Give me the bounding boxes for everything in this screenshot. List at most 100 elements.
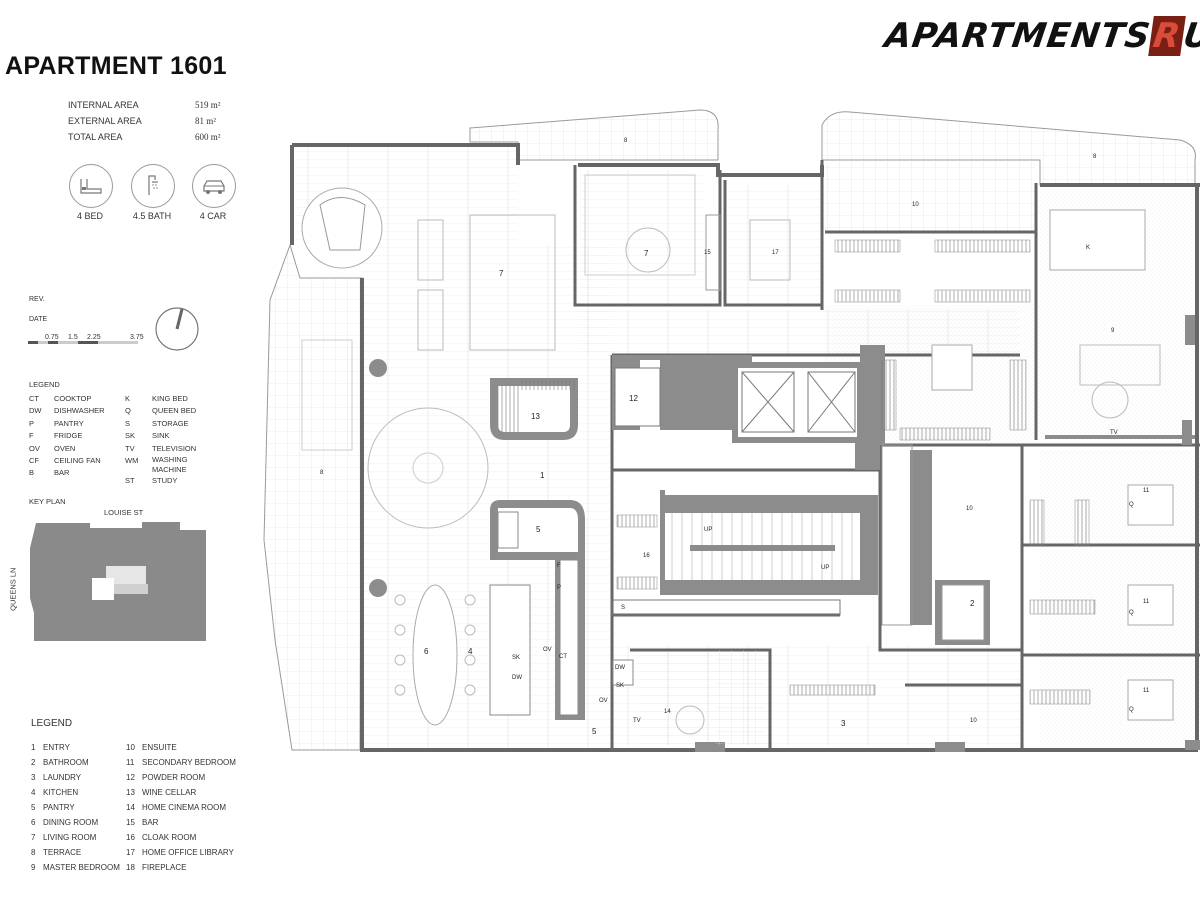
office-floor xyxy=(725,185,820,305)
plan-label-living-b: 7 xyxy=(644,249,649,258)
plan-label-bed-a: 11 xyxy=(1143,488,1150,494)
area-row-internal: INTERNAL AREA 519 m² xyxy=(68,100,228,112)
plan-label-queen-3: Q xyxy=(1129,707,1134,713)
brand-logo: APARTMENTSRUS xyxy=(882,16,1200,56)
plan-label-bed-b: 11 xyxy=(1143,599,1150,605)
plan-label-oven-1: OV xyxy=(543,647,552,653)
plan-label-entry: 1 xyxy=(540,471,545,480)
area-value: 519 m² xyxy=(195,100,221,110)
plan-label-king-bed: K xyxy=(1086,245,1090,251)
dining-table xyxy=(412,584,458,726)
plan-label-master: 9 xyxy=(1111,328,1115,334)
area-value: 600 m² xyxy=(195,132,221,142)
plan-label-bed-c: 11 xyxy=(1143,688,1150,694)
area-value: 81 m² xyxy=(195,116,216,126)
plan-label-oven-2: OV xyxy=(599,698,608,704)
plan-label-terrace-b: 8 xyxy=(1093,154,1097,160)
scale-bar xyxy=(28,341,138,344)
plan-label-tv-2: TV xyxy=(633,718,641,724)
plan-label-kitchen: 4 xyxy=(468,647,473,656)
queen-bed-3 xyxy=(1127,679,1174,721)
king-bed xyxy=(1049,209,1146,271)
scale-tick: 3.75 xyxy=(130,334,144,341)
kitchen-island xyxy=(489,584,531,716)
date-label: DATE xyxy=(29,316,48,323)
scale-tick: 2.25 xyxy=(87,334,101,341)
plan-label-terrace-a: 8 xyxy=(624,138,628,144)
plan-label-ensuite-c: 10 xyxy=(970,718,977,724)
plan-label-bathroom: 2 xyxy=(970,599,975,608)
page-title: APARTMENT 1601 xyxy=(5,52,227,80)
plan-label-pantry-a: 5 xyxy=(536,525,541,534)
plan-label-up-2: UP xyxy=(821,565,829,571)
piano-rug xyxy=(301,187,383,269)
area-row-external: EXTERNAL AREA 81 m² xyxy=(68,116,228,128)
plan-label-cellar: 13 xyxy=(531,412,540,421)
scale-tick: 0.75 xyxy=(45,334,59,341)
plan-label-office: 17 xyxy=(772,250,779,256)
lift-shaft xyxy=(732,362,863,443)
plan-label-dining: 6 xyxy=(424,647,429,656)
north-arrow-icon xyxy=(155,307,199,351)
plan-label-cooktop: CT xyxy=(559,654,567,660)
brand-logo-mark: R xyxy=(1148,16,1186,56)
entry-rug xyxy=(367,407,489,529)
stair-wall-top xyxy=(665,495,860,513)
plan-label-ensuite-b: 10 xyxy=(966,506,973,512)
plan-label-living-a: 7 xyxy=(499,269,504,278)
bed-icon xyxy=(69,164,113,208)
plan-label-terrace-c: 8 xyxy=(320,470,324,476)
key-plan-label: KEY PLAN xyxy=(29,497,66,506)
plan-label-ensuite-a: 10 xyxy=(912,202,919,208)
living-2-floor xyxy=(580,170,705,305)
plan-label-queen-2: Q xyxy=(1129,610,1134,616)
plan-label-dishwasher-1: DW xyxy=(512,675,522,681)
plan-label-laundry: 3 xyxy=(841,719,846,728)
plan-label-up-1: UP xyxy=(704,527,712,533)
plan-label-tv-1: TV xyxy=(1110,430,1118,436)
area-label: EXTERNAL AREA xyxy=(68,116,142,126)
feature-label-bed: 4 BED xyxy=(76,211,103,221)
area-label: INTERNAL AREA xyxy=(68,100,139,110)
terrace-west xyxy=(263,243,363,751)
plan-label-fridge: F xyxy=(557,563,561,569)
plan-label-powder: 12 xyxy=(629,394,638,403)
rooms-legend-title: LEGEND xyxy=(31,718,73,729)
plan-label-pantry-b: 5 xyxy=(592,727,597,736)
key-plan-street-top: LOUISE ST xyxy=(104,508,144,517)
plan-label-sink-2: SK xyxy=(616,683,624,689)
area-row-total: TOTAL AREA 600 m² xyxy=(68,132,228,144)
feature-label-car: 4 CAR xyxy=(199,211,227,221)
plan-label-cinema: 14 xyxy=(664,709,671,715)
